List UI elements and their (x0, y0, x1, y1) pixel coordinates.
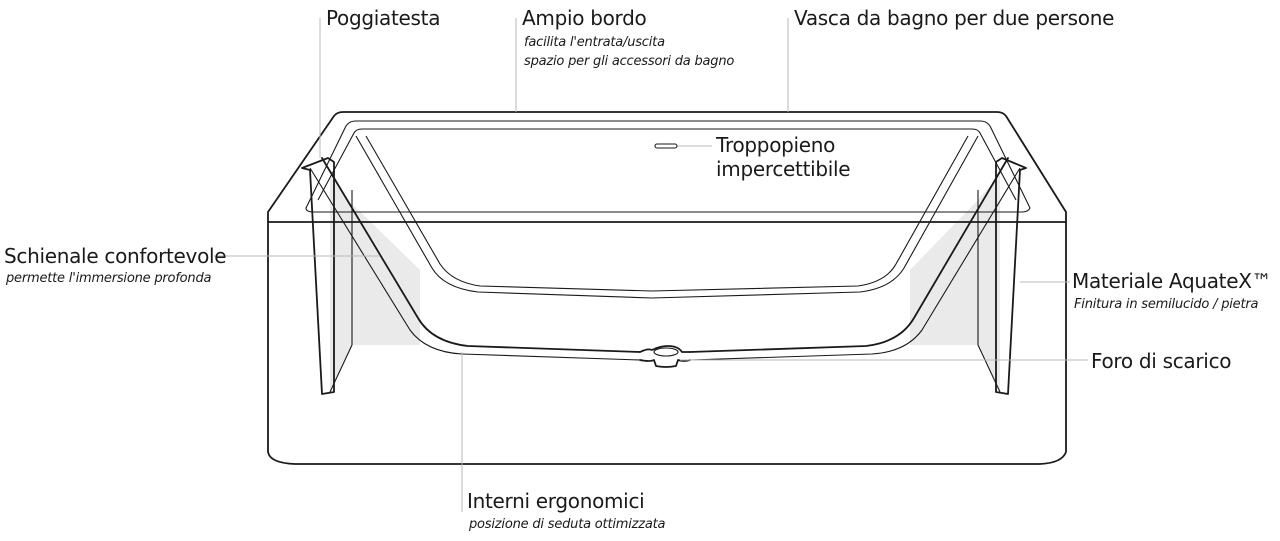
left-inner-wall-shade (330, 175, 420, 392)
left-end-post (301, 157, 335, 395)
label-schienale-sub: permette l'immersione profonda (5, 271, 212, 286)
label-ampio-bordo-sub2: spazio per gli accessori da bagno (524, 54, 734, 69)
label-materiale: Materiale AquateX™ (1072, 269, 1271, 293)
label-poggiatesta: Poggiatesta (326, 6, 440, 30)
basin-upper-contour-inner (365, 135, 969, 292)
right-end-post (995, 157, 1027, 395)
front-panel (267, 221, 1067, 465)
rim-outer (267, 111, 1067, 223)
overflow-slot (654, 143, 678, 149)
label-ampio-bordo-sub1: facilita l'entrata/uscita (524, 35, 665, 50)
leader-lines (214, 18, 1088, 512)
basin-upper-contour (355, 135, 979, 299)
rim-inner-opening (305, 120, 1031, 213)
label-interni-sub: posizione di seduta ottimizzata (468, 517, 666, 532)
rim-inner-lip (317, 128, 1017, 201)
label-interni: Interni ergonomici (467, 489, 644, 513)
label-troppopieno-2: impercettibile (716, 157, 850, 181)
label-troppopieno-1: Troppopieno (715, 133, 835, 157)
backrest-left (321, 157, 641, 353)
label-ampio-bordo: Ampio bordo (522, 6, 647, 30)
bathtub-drawing (267, 111, 1067, 465)
label-schienale: Schienale confortevole (4, 244, 226, 268)
right-inner-wall-shade (910, 175, 1000, 392)
left-wall-edge (329, 344, 353, 393)
drain-opening (653, 347, 679, 357)
drain-hole (639, 345, 691, 368)
label-vasca: Vasca da bagno per due persone (794, 6, 1114, 30)
label-foro: Foro di scarico (1091, 349, 1231, 373)
backrest-right (689, 157, 1009, 353)
right-wall-edge (977, 344, 1001, 393)
label-materiale-sub: Finitura in semilucido / pietra (1074, 297, 1259, 312)
labels: Poggiatesta Ampio bordo facilita l'entra… (4, 6, 1272, 532)
backrest-right-inner (689, 167, 1021, 361)
